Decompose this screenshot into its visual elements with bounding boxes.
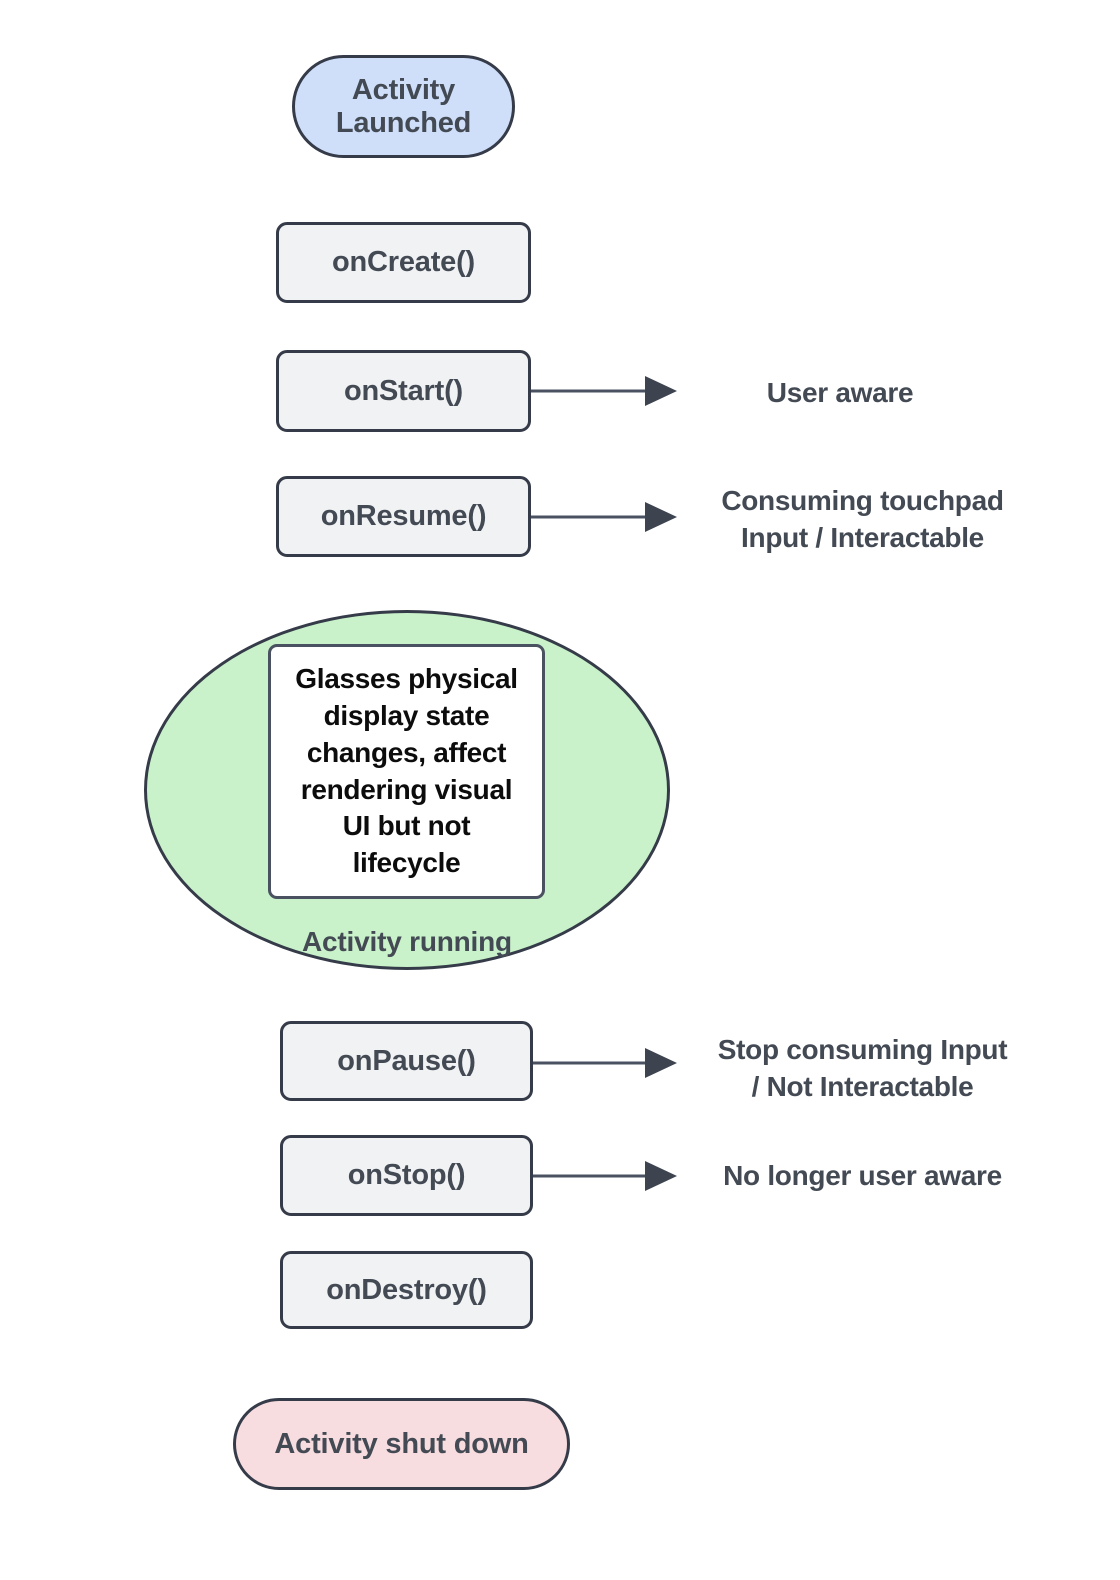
node-onpause[interactable]: onPause() [280, 1021, 533, 1101]
node-onstart[interactable]: onStart() [276, 350, 531, 432]
label-consuming-touchpad-line1: Consuming touchpad [721, 485, 1004, 516]
label-no-longer-user-aware-line1: No longer user aware [723, 1160, 1002, 1191]
arrow-onpause-to-stop-consuming [533, 1048, 677, 1078]
label-stop-consuming-input-line2: / Not Interactable [751, 1071, 974, 1103]
node-oncreate[interactable]: onCreate() [276, 222, 531, 303]
note-line-5: UI but not [342, 810, 471, 842]
note-line-1: Glasses physical [295, 662, 518, 694]
arrow-onstart-to-user-aware [531, 376, 677, 406]
node-activity-shut-down[interactable]: Activity shut down [233, 1398, 570, 1490]
node-onstop[interactable]: onStop() [280, 1135, 533, 1216]
label-no-longer-user-aware: No longer user aware [690, 1157, 1035, 1194]
arrow-onresume-to-consuming-touchpad [531, 502, 677, 532]
node-onstart-label: onStart() [343, 374, 463, 407]
label-consuming-touchpad: Consuming touchpad Input / Interactable [690, 482, 1035, 556]
node-activity-launched[interactable]: Activity Launched [292, 55, 515, 158]
node-ondestroy-label: onDestroy() [326, 1273, 487, 1306]
note-line-2: display state [323, 699, 490, 731]
label-user-aware: User aware [670, 374, 1010, 411]
node-activity-launched-label: Activity Launched [335, 74, 472, 139]
node-onresume-label: onResume() [320, 500, 487, 533]
node-activity-launched-line2: Launched [335, 106, 472, 139]
node-activity-shut-down-label: Activity shut down [274, 1427, 529, 1460]
label-user-aware-line1: User aware [766, 377, 914, 408]
label-activity-running: Activity running [302, 926, 512, 957]
note-line-3: changes, affect [306, 736, 507, 768]
label-stop-consuming-input-line1: Stop consuming Input [717, 1034, 1008, 1065]
note-line-4: rendering visual [300, 773, 513, 805]
node-onresume[interactable]: onResume() [276, 476, 531, 557]
node-ondestroy[interactable]: onDestroy() [280, 1251, 533, 1329]
node-onstop-label: onStop() [347, 1159, 466, 1192]
label-consuming-touchpad-line2: Input / Interactable [741, 522, 984, 554]
node-onpause-label: onPause() [337, 1044, 476, 1077]
note-line-6: lifecycle [352, 847, 461, 879]
note-glasses-display-state: Glasses physical display state changes, … [268, 644, 545, 899]
arrow-onstop-to-no-longer-aware [533, 1161, 677, 1191]
label-stop-consuming-input: Stop consuming Input / Not Interactable [690, 1031, 1035, 1105]
node-oncreate-label: onCreate() [331, 246, 475, 279]
node-activity-launched-line1: Activity [351, 74, 456, 107]
